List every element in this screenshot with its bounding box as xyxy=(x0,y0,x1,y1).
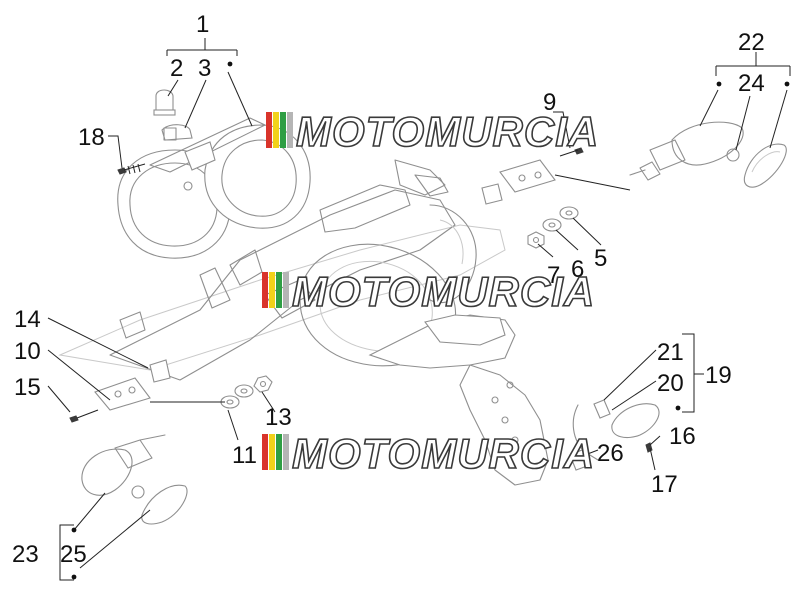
screw-right-9 xyxy=(559,147,584,157)
bracket-left-10 xyxy=(94,377,151,411)
callout-26: 26 xyxy=(597,440,624,467)
bulb-3 xyxy=(161,124,193,141)
callout-25: 25 xyxy=(60,541,87,568)
washers-right-5-7 xyxy=(527,206,579,249)
callout-2: 2 xyxy=(170,55,183,82)
callout-24: 24 xyxy=(738,70,765,97)
rear-mudguard xyxy=(368,314,549,486)
callout-3: 3 xyxy=(198,55,211,82)
callout-labels: 1 2 3 18 22 24 9 7 6 5 14 10 15 13 11 21… xyxy=(12,11,765,568)
watermark-bottom: MOTOMURCIA xyxy=(262,429,595,478)
callout-22: 22 xyxy=(738,29,765,56)
clip-left-14 xyxy=(149,359,171,383)
indicator-rear-right xyxy=(629,121,787,188)
washers-left-11-13 xyxy=(220,375,273,409)
callout-16: 16 xyxy=(669,423,696,450)
screw-left-15 xyxy=(69,409,99,423)
leader-dots xyxy=(71,61,790,580)
watermark-text: MOTOMURCIA xyxy=(292,268,595,315)
callout-20: 20 xyxy=(657,370,684,397)
headlight-assembly xyxy=(117,117,311,259)
callout-13: 13 xyxy=(265,404,292,431)
callout-6: 6 xyxy=(571,256,584,283)
callout-7: 7 xyxy=(547,262,560,289)
callout-19: 19 xyxy=(705,362,732,389)
callout-1: 1 xyxy=(196,11,209,38)
leader-lines xyxy=(47,38,791,581)
callout-10: 10 xyxy=(14,338,41,365)
plate-light-assembly xyxy=(569,399,660,471)
callout-15: 15 xyxy=(14,374,41,401)
screw-18 xyxy=(117,163,146,175)
watermark-top: MOTOMURCIA xyxy=(266,107,599,156)
bracket-right-9 xyxy=(481,159,556,205)
watermark-text: MOTOMURCIA xyxy=(292,430,595,477)
indicator-rear-left xyxy=(81,434,188,525)
callout-18: 18 xyxy=(78,124,105,151)
callout-23: 23 xyxy=(12,541,39,568)
callout-5: 5 xyxy=(594,245,607,272)
bulb-2 xyxy=(153,89,176,116)
callout-11: 11 xyxy=(232,442,257,469)
callout-17: 17 xyxy=(651,471,678,498)
callout-21: 21 xyxy=(657,339,684,366)
callout-14: 14 xyxy=(14,306,41,333)
callout-9: 9 xyxy=(543,89,556,116)
watermark-text: MOTOMURCIA xyxy=(296,108,599,155)
rear-frame xyxy=(58,159,506,381)
watermark-middle: MOTOMURCIA xyxy=(262,267,595,316)
